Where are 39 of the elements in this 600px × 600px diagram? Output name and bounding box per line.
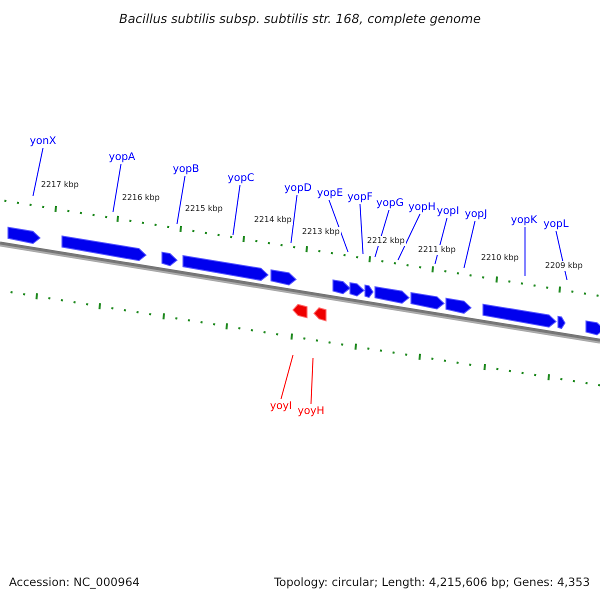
scale-label: 2215 kbp	[184, 204, 224, 214]
gene-label: yopC	[228, 171, 254, 185]
scale-label: 2212 kbp	[366, 236, 406, 246]
leader-line	[328, 200, 348, 252]
leader-line	[290, 194, 298, 244]
gene-label: yoyH	[298, 404, 324, 418]
scale-label: 2214 kbp	[253, 215, 293, 225]
leader-line	[280, 354, 294, 400]
gene-label: yopA	[108, 150, 136, 164]
accession-text: Accession: NC_000964	[9, 574, 140, 591]
gene-label: yopH	[408, 200, 436, 214]
gene-label: yopF	[347, 190, 373, 204]
leader-line	[464, 220, 476, 268]
leader-line	[32, 148, 44, 196]
scale-label: 2217 kbp	[40, 180, 80, 190]
scale-label: 2216 kbp	[121, 193, 161, 203]
genome-info-text: Topology: circular; Length: 4,215,606 bp; Genes: 4,353	[274, 574, 590, 591]
gene-label: yopG	[376, 196, 404, 210]
gene-label: yopL	[543, 217, 569, 231]
leader-line	[112, 164, 122, 212]
title: Bacillus subtilis subsp. subtilis str. 168, complete genome	[119, 10, 481, 28]
gene-label: yopJ	[464, 207, 488, 221]
leader-line	[176, 176, 186, 224]
scale-label: 2210 kbp	[480, 253, 520, 263]
gene-label: yopE	[317, 186, 343, 200]
leader-line	[232, 184, 240, 236]
leader-line	[398, 214, 420, 260]
leader-line	[524, 226, 526, 276]
gene-label: yopB	[172, 162, 200, 176]
gene-label: yopK	[510, 213, 538, 227]
scale-label: 2211 kbp	[417, 245, 457, 255]
scale-label: 2213 kbp	[301, 227, 341, 237]
leader-line	[360, 204, 364, 254]
gene-label: yopI	[436, 204, 460, 218]
gene-label: yoyI	[270, 399, 292, 413]
scale-label: 2209 kbp	[544, 261, 584, 271]
gene-label: yonX	[30, 134, 56, 148]
leader-line	[310, 358, 314, 404]
gene-label: yopD	[284, 181, 312, 195]
